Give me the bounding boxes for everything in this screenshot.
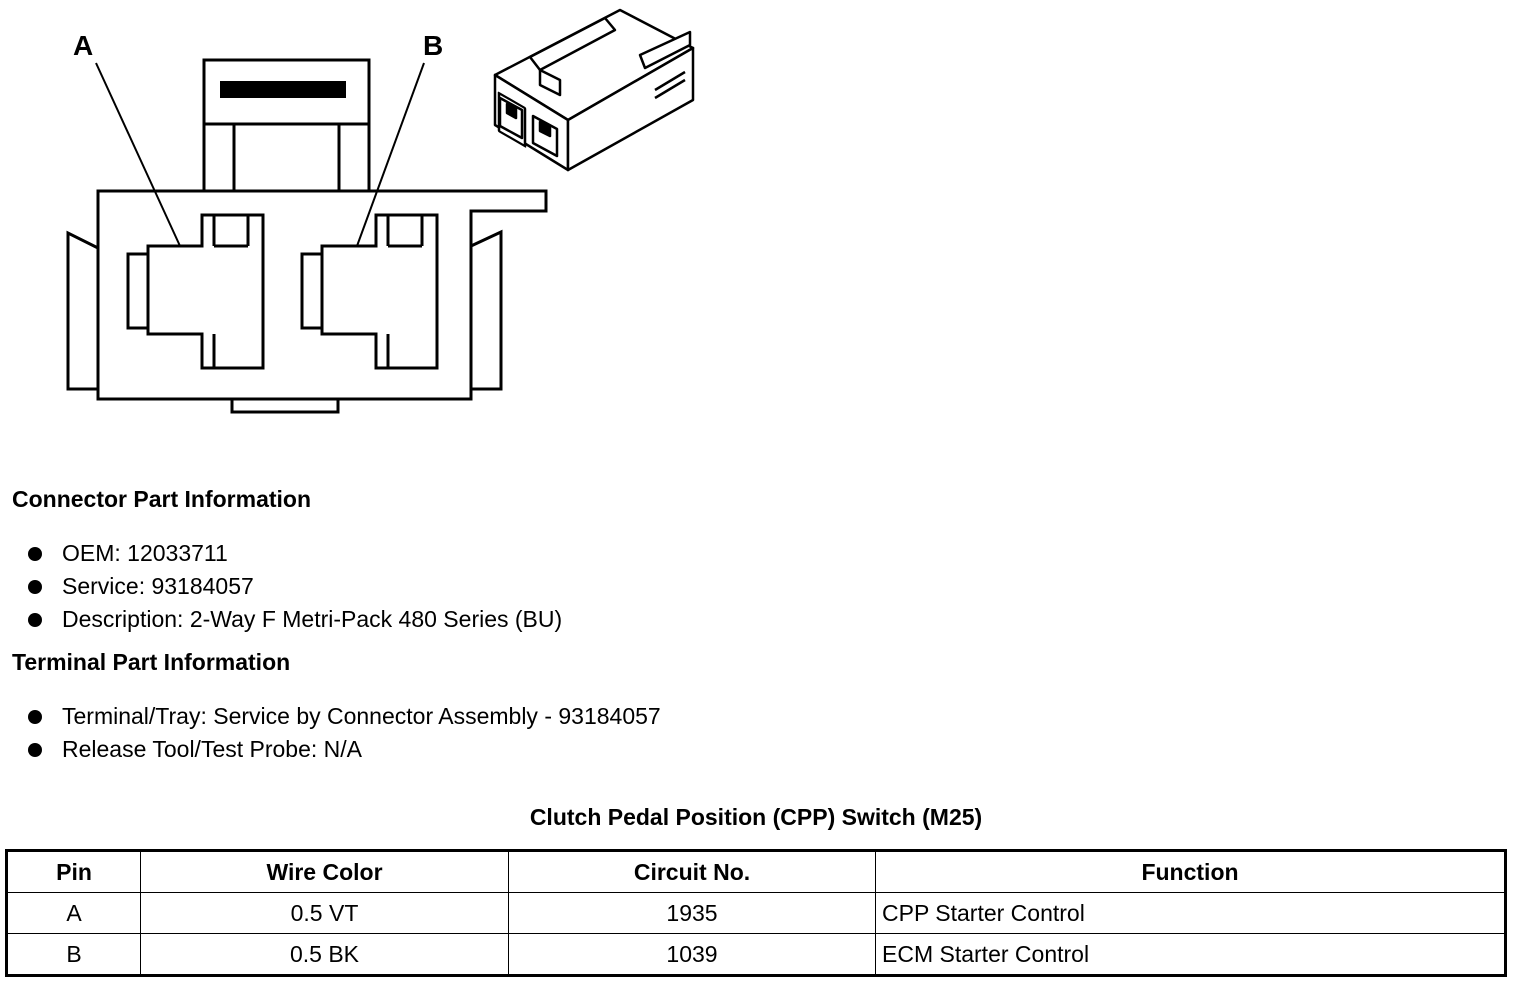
header-wire-color: Wire Color <box>140 850 509 893</box>
table-row: B 0.5 BK 1039 ECM Starter Control <box>6 933 1506 976</box>
list-item-text: Service: 93184057 <box>62 573 254 599</box>
list-item-text: Terminal/Tray: Service by Connector Asse… <box>62 703 661 729</box>
connector-left-wing <box>66 230 99 391</box>
connector-face-diagram <box>66 8 695 414</box>
bullet-icon <box>28 743 42 757</box>
leader-line-b <box>356 62 425 247</box>
pinout-table-title: Clutch Pedal Position (CPP) Switch (M25) <box>529 804 983 830</box>
terminal-part-info-title: Terminal Part Information <box>12 649 291 675</box>
cell-pin: A <box>6 892 141 934</box>
connector-bottom-tab <box>230 397 340 414</box>
cell-circuit-no: 1039 <box>508 933 876 976</box>
cell-pin: B <box>6 933 141 976</box>
header-function: Function <box>875 850 1506 893</box>
list-item: Description: 2-Way F Metri-Pack 480 Seri… <box>28 603 562 636</box>
list-item: Service: 93184057 <box>28 570 562 603</box>
bullet-icon <box>28 613 42 627</box>
list-item: Terminal/Tray: Service by Connector Asse… <box>28 700 661 733</box>
bullet-icon <box>28 580 42 594</box>
pin-label-b: B <box>423 30 444 61</box>
connector-part-info-title: Connector Part Information <box>12 486 312 512</box>
connector-isometric-icon <box>493 8 695 172</box>
cell-wire-color: 0.5 BK <box>140 933 509 976</box>
connector-part-info-list: OEM: 12033711 Service: 93184057 Descript… <box>28 537 562 636</box>
list-item: OEM: 12033711 <box>28 537 562 570</box>
cell-wire-color: 0.5 VT <box>140 892 509 934</box>
leader-line-a <box>95 62 181 247</box>
table-header-row: Pin Wire Color Circuit No. Function <box>6 850 1506 893</box>
bullet-icon <box>28 710 42 724</box>
bullet-icon <box>28 547 42 561</box>
terminal-part-info-list: Terminal/Tray: Service by Connector Asse… <box>28 700 661 766</box>
list-item-text: Release Tool/Test Probe: N/A <box>62 736 363 762</box>
cell-function: ECM Starter Control <box>875 933 1506 976</box>
list-item-text: OEM: 12033711 <box>62 540 228 566</box>
connector-latch <box>202 58 371 194</box>
cavity-a <box>126 213 265 370</box>
table-row: A 0.5 VT 1935 CPP Starter Control <box>6 892 1506 934</box>
header-pin: Pin <box>6 850 141 893</box>
header-circuit-no: Circuit No. <box>508 850 876 893</box>
list-item-text: Description: 2-Way F Metri-Pack 480 Seri… <box>62 606 563 632</box>
cell-function: CPP Starter Control <box>875 892 1506 934</box>
cavity-b <box>300 213 439 370</box>
pin-label-a: A <box>73 30 94 61</box>
pinout-table: Pin Wire Color Circuit No. Function A 0.… <box>5 849 1507 977</box>
cell-circuit-no: 1935 <box>508 892 876 934</box>
list-item: Release Tool/Test Probe: N/A <box>28 733 661 766</box>
connector-right-wing <box>470 229 503 391</box>
latch-slot <box>220 81 346 98</box>
